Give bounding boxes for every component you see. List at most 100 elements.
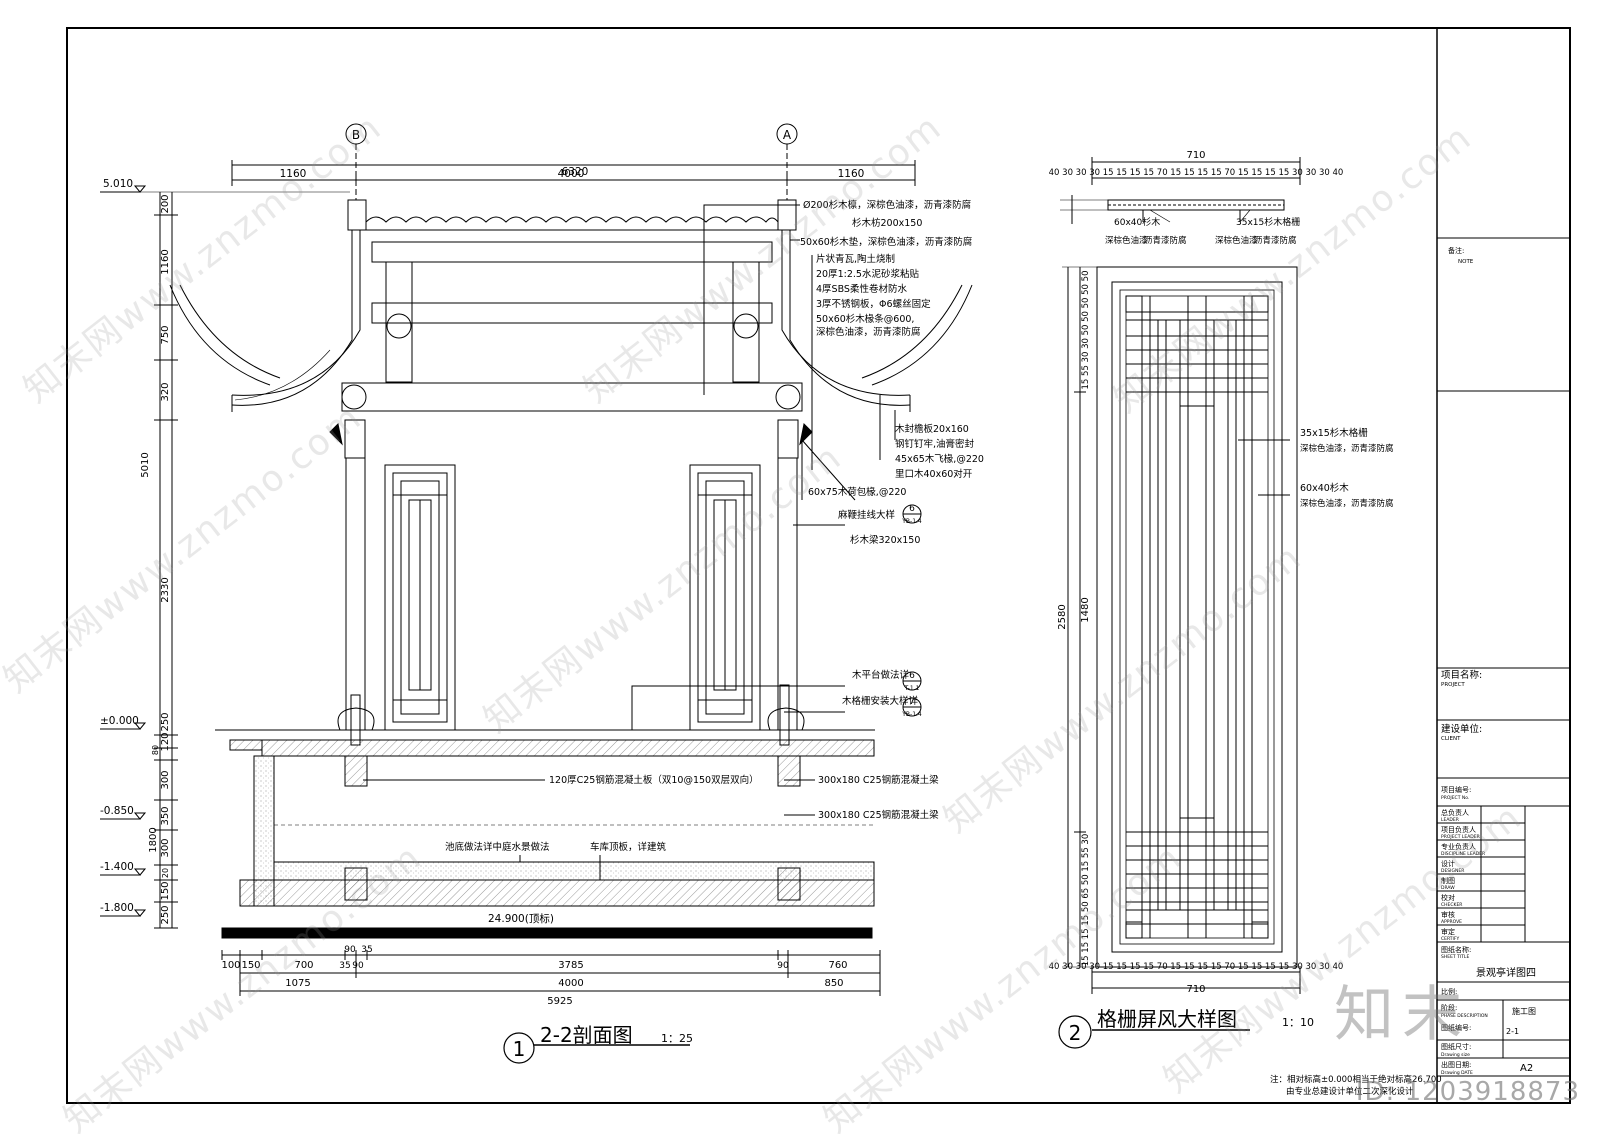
- screen-side-dims-bottom: 15 15 15 15 50 65 50 15 55 30: [1081, 834, 1091, 966]
- screen-plan-label-4: 沥青漆防腐: [1144, 235, 1187, 246]
- dim-bot-850: 850: [824, 978, 843, 989]
- note-purlin: Ø200杉木檩，深棕色油漆，沥青漆防腐: [803, 199, 971, 211]
- dim-bot-4000: 4000: [558, 978, 583, 989]
- section-texts: 6320 1160 4000 1160 5.010 ±0.000 -0.850 …: [100, 166, 984, 1064]
- tb-row-0-en: PROJECT No.: [1441, 795, 1469, 801]
- image-id: ID: 1203918873: [1355, 1077, 1580, 1107]
- screen-top-dims: 40 30 30 30 15 15 15 15 70 15 15 15 15 7…: [1049, 168, 1344, 178]
- screen-plan-label-5: 深棕色油漆: [1215, 235, 1258, 246]
- section-title: 2-2剖面图: [540, 1023, 633, 1047]
- note-pool-bottom: 池底做法详中庭水景做法: [445, 841, 550, 853]
- screen-title-num: 2: [1069, 1021, 1082, 1045]
- screen-scale: 1：10: [1282, 1016, 1314, 1029]
- tb-phase: 施工图: [1512, 1006, 1536, 1016]
- screen-plan-label-2: 35x15杉木格栅: [1236, 216, 1300, 228]
- note-rafter-paint: 深棕色油漆，沥青漆防腐: [816, 326, 921, 338]
- dim-bot-90a: 90: [352, 961, 364, 971]
- note-beam-200x150: 杉木枋200x150: [852, 217, 922, 229]
- screen-side-dims-top: 15 55 30 30 50 50 50 50 50: [1081, 271, 1091, 390]
- brand-logo: 知末: [1334, 980, 1470, 1050]
- screen-label-grille-paint: 深棕色油漆，沥青漆防腐: [1300, 443, 1394, 454]
- callout-3-num: 7: [909, 697, 915, 707]
- tb-date-en: Drawing DATE: [1441, 1070, 1473, 1076]
- callout-lattice-label: 木格栅安装大样详: [842, 695, 919, 707]
- note-mortar: 20厚1:2.5水泥砂浆粘贴: [816, 268, 919, 280]
- axis-a-label: A: [783, 128, 792, 142]
- note-detail: 麻鞭挂线大样: [838, 509, 895, 521]
- dim-bot-150: 150: [241, 960, 260, 971]
- footnote-line-2: 由专业总建设计单位二次深化设计: [1286, 1086, 1414, 1097]
- screen-plan-label-6: 沥青漆防腐: [1254, 235, 1297, 246]
- dim-bot-35a: 35: [339, 961, 350, 971]
- level-pool: 24.900(顶标): [488, 913, 554, 925]
- dim-left-5010: 5010: [140, 452, 151, 477]
- tb-client-en: CLIENT: [1441, 736, 1461, 742]
- screen-label-grille: 35x15杉木格栅: [1300, 427, 1368, 439]
- screen-label-frame: 60x40杉木: [1300, 482, 1349, 494]
- screen-texts: 710 40 30 30 30 15 15 15 15 70 15 15 15 …: [1049, 150, 1442, 1097]
- note-rafter: 50x60杉木椽条@600,: [816, 313, 914, 325]
- note-garage: 车库顶板，详建筑: [590, 841, 667, 853]
- dim-left-1800: 1800: [148, 827, 159, 852]
- tb-row-2-en: PROJECT LEADER: [1441, 834, 1480, 840]
- dim-left-750: 750: [160, 325, 171, 344]
- level-top: 5.010: [103, 178, 133, 190]
- dim-left-300b: 300: [160, 838, 171, 857]
- dim-bot-100: 100: [221, 960, 240, 971]
- level-minus-1400: -1.400: [100, 861, 134, 873]
- tb-drawing-no: 2-1: [1506, 1027, 1519, 1036]
- section-title-circle: [503, 1032, 535, 1064]
- dim-left-2330: 2330: [160, 577, 171, 602]
- screen-height-total: 2580: [1057, 604, 1068, 629]
- dim-bot-3785: 3785: [558, 960, 583, 971]
- dim-left-200: 200: [160, 194, 171, 213]
- dim-left-300a: 300: [160, 770, 171, 789]
- tb-row-7-en: APPROVE: [1441, 919, 1462, 925]
- tb-date-cn: 出图日期:: [1441, 1060, 1471, 1069]
- callout-deck-label: 木平台做法详: [852, 669, 910, 681]
- dim-top-left: 1160: [280, 168, 307, 180]
- tb-note-cn: 备注:: [1448, 246, 1464, 255]
- screen-width-top: 710: [1186, 150, 1205, 161]
- tb-phase-en: PHASE DESCRIPTION: [1441, 1013, 1488, 1019]
- screen-bottom-dims: 40 30 30 30 15 15 15 15 70 15 15 15 15 7…: [1049, 962, 1344, 972]
- dim-left-150: 150: [160, 881, 171, 900]
- callout-3-ref: YB-1.4: [901, 711, 922, 718]
- title-block-texts: 备注: NOTE 项目名称: PROJECT 建设单位: CLIENT 项目编号…: [1441, 246, 1536, 1076]
- level-minus-0850: -0.850: [100, 805, 134, 817]
- tb-row-7-cn: 审核: [1441, 910, 1455, 919]
- dim-bot-90c: 90: [777, 961, 789, 971]
- tb-row-5-en: DRAW: [1441, 885, 1455, 891]
- note-nail: 钢钉钉牢,油膏密封: [895, 438, 975, 450]
- tb-row-1-cn: 总负责人: [1441, 808, 1469, 817]
- tb-sheet-title-cn: 图纸名称:: [1441, 945, 1471, 954]
- tb-project-en: PROJECT: [1441, 682, 1465, 688]
- note-slab: 120厚C25钢筋混凝土板（双10@150双层双向）: [549, 774, 759, 786]
- tb-size-en: Drawing size: [1441, 1052, 1470, 1058]
- tb-row-3-en: DISCIPLINE LEADER: [1441, 851, 1485, 857]
- callout-2-num: 6: [909, 671, 915, 681]
- dim-bot-35b: 35: [361, 945, 372, 955]
- note-beam-320x150: 杉木梁320x150: [850, 534, 920, 546]
- note-inner-wood: 里口木40x60对开: [895, 468, 973, 480]
- dim-left-120: 120: [160, 732, 171, 751]
- note-flying-rafter: 45x65木飞椽,@220: [895, 453, 984, 465]
- section-title-num: 1: [513, 1037, 526, 1061]
- tb-row-3-cn: 专业负责人: [1441, 842, 1476, 851]
- dim-bot-760: 760: [828, 960, 847, 971]
- callout-1-num: 6: [909, 504, 915, 514]
- tb-row-8-en: CERTIFY: [1441, 936, 1459, 942]
- dim-left-320: 320: [160, 382, 171, 401]
- screen-plan-label-3: 深棕色油漆: [1105, 235, 1148, 246]
- tb-row-6-cn: 校对: [1441, 893, 1455, 902]
- note-sbs: 4厚SBS柔性卷材防水: [816, 283, 907, 295]
- tb-row-6-en: CHECKER: [1441, 902, 1462, 908]
- dim-bot-1075: 1075: [285, 978, 310, 989]
- screen-plan-label-1: 60x40杉木: [1114, 216, 1160, 228]
- axis-b-label: B: [352, 128, 360, 142]
- title-block: [1436, 28, 1570, 1103]
- tb-scale-cn: 比例:: [1441, 987, 1457, 996]
- dim-left-20: 20: [161, 868, 170, 878]
- dim-top-right: 1160: [838, 168, 865, 180]
